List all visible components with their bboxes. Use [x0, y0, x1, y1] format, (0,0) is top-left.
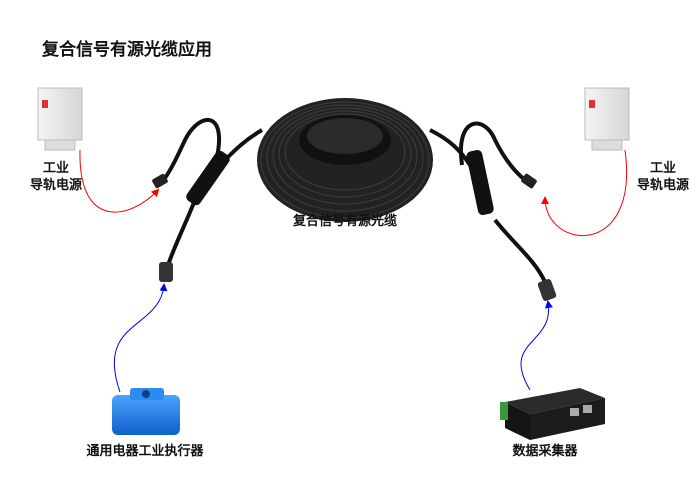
- right-dc-jack: [521, 173, 537, 189]
- left-power-arrow: [79, 149, 160, 213]
- left-power-label-line1: 工业: [42, 161, 69, 176]
- cable-coil: [257, 98, 433, 222]
- left-breakout-body: [186, 150, 230, 206]
- right-power-arrow: [541, 149, 628, 236]
- right-m12-connector: [537, 279, 557, 301]
- left-dc-jack: [152, 173, 168, 189]
- actuator-device: [112, 388, 180, 435]
- left-breakout-cable: [163, 118, 264, 266]
- right-signal-arrow: [520, 300, 553, 391]
- right-power-label: 工业 导轨电源: [632, 160, 694, 194]
- actuator-label: 通用电器工业执行器: [86, 444, 204, 459]
- left-power-supply: [37, 87, 83, 151]
- cable-label: 复合信号有源光缆: [292, 214, 397, 229]
- data-collector-device: [500, 388, 605, 440]
- collector-label: 数据采集器: [512, 444, 578, 459]
- right-power-supply: [584, 87, 630, 151]
- right-breakout-body: [466, 149, 494, 216]
- right-power-label-line2: 导轨电源: [636, 178, 689, 193]
- left-power-label: 工业 导轨电源: [26, 160, 86, 194]
- right-power-label-line1: 工业: [649, 161, 676, 176]
- left-power-label-line2: 导轨电源: [29, 178, 82, 193]
- left-signal-arrow: [113, 283, 168, 393]
- left-m12-connector: [159, 262, 173, 282]
- page-title: 复合信号有源光缆应用: [42, 40, 212, 60]
